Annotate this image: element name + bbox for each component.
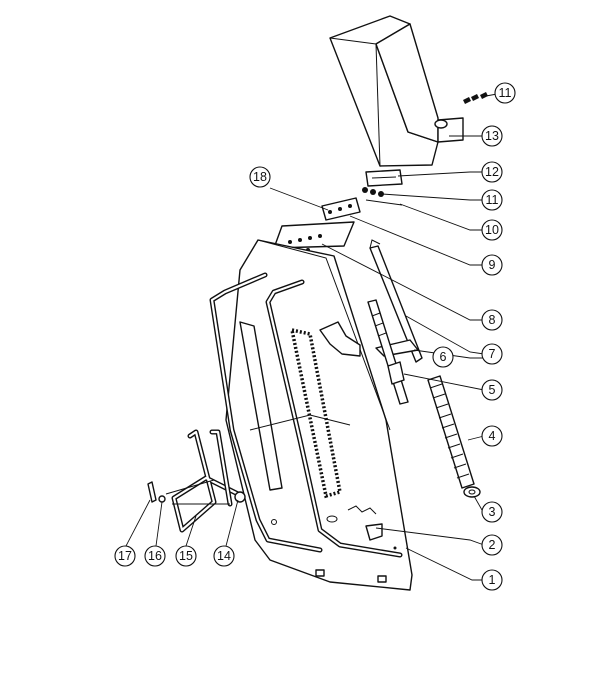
callout-label: 11 [486, 193, 499, 207]
callout-label: 1 [489, 573, 496, 587]
part-10-pin [365, 199, 403, 206]
callout-8: 8 [481, 309, 503, 331]
part-5-shaft [367, 299, 409, 405]
callout-6: 6 [432, 346, 454, 368]
callout-label: 8 [489, 313, 496, 327]
part-11-screws-mid [362, 187, 384, 197]
callout-label: 4 [489, 429, 496, 443]
callout-label: 9 [489, 258, 496, 272]
part-17-bolt [147, 481, 157, 503]
callout-label: 5 [489, 383, 496, 397]
part-16-washer [158, 495, 166, 503]
callout-14: 14 [213, 545, 235, 567]
part-13-hood [329, 15, 464, 167]
callout-11-top: 11 [494, 82, 516, 104]
leader-lines [125, 93, 498, 581]
callout-3: 3 [481, 501, 503, 523]
callout-10: 10 [481, 219, 503, 241]
part-15-handle-frame [165, 429, 241, 533]
callout-label: 11 [499, 86, 512, 100]
panel-mount-bracket [319, 321, 361, 357]
callout-5: 5 [481, 379, 503, 401]
part-3-washer [463, 486, 481, 498]
callout-label: 14 [217, 549, 231, 563]
callout-9: 9 [481, 254, 503, 276]
callout-16: 16 [144, 545, 166, 567]
callout-4: 4 [481, 425, 503, 447]
callout-label: 6 [440, 350, 447, 364]
part-14-end-cap [234, 491, 246, 503]
callout-17: 17 [114, 545, 136, 567]
callout-13: 13 [481, 125, 503, 147]
callout-label: 2 [489, 538, 496, 552]
callout-label: 7 [489, 347, 496, 361]
callout-1: 1 [481, 569, 503, 591]
part-11-screws-top [463, 92, 488, 104]
part-1-main-panel [209, 239, 413, 591]
callout-label: 15 [179, 549, 193, 563]
callout-label: 16 [148, 549, 162, 563]
part-4-spring [427, 375, 475, 489]
callout-7: 7 [481, 343, 503, 365]
callout-label: 17 [118, 549, 132, 563]
part-9-gasket [273, 221, 355, 249]
part-18-bracket [321, 197, 361, 221]
callout-18: 18 [249, 166, 271, 188]
callout-label: 10 [485, 223, 499, 237]
callout-11-mid: 11 [481, 189, 503, 211]
callout-label: 12 [485, 165, 499, 179]
callout-label: 13 [485, 129, 499, 143]
part-12-bracket [365, 169, 403, 187]
callout-12: 12 [481, 161, 503, 183]
callout-label: 3 [489, 505, 496, 519]
callout-label: 18 [253, 170, 267, 184]
callout-15: 15 [175, 545, 197, 567]
callout-2: 2 [481, 534, 503, 556]
